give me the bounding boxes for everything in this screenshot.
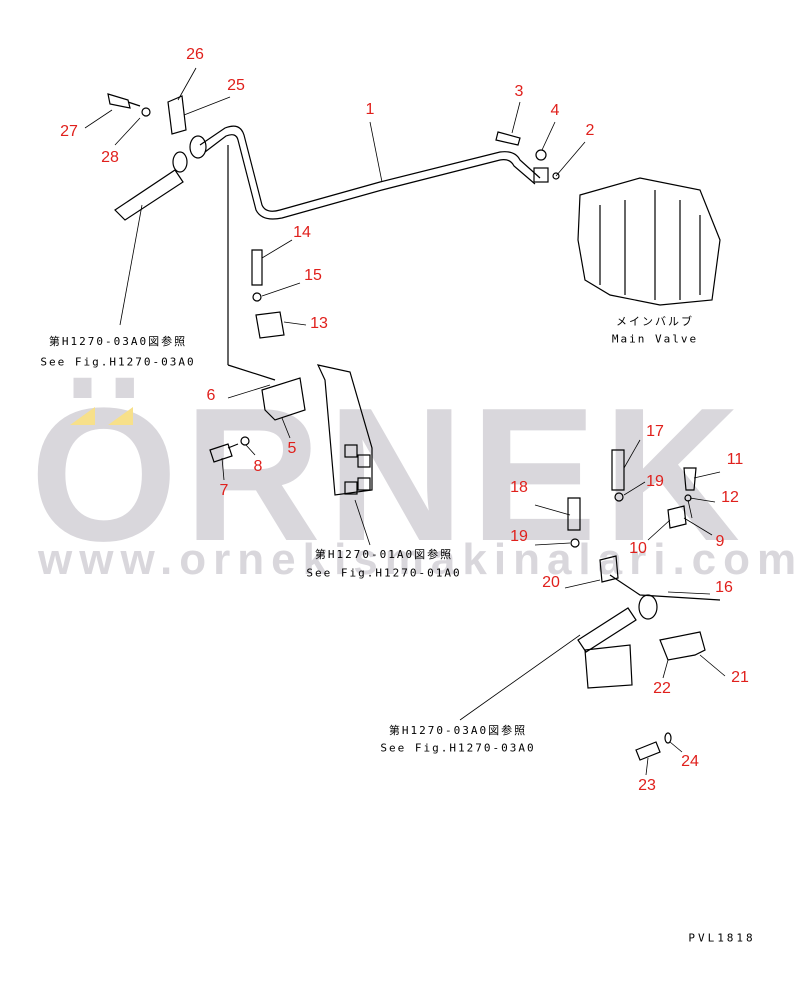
callout-17: 17	[646, 423, 664, 440]
callout-24: 24	[681, 753, 699, 770]
drawing-code: PVL1818	[688, 931, 756, 945]
callout-3: 3	[514, 83, 524, 100]
callout-2: 2	[585, 122, 595, 139]
reference-upper-left-en: See Fig.H1270-03A0	[40, 355, 196, 369]
callout-16: 16	[715, 579, 733, 596]
watermark-logo: ÖRNEK	[30, 369, 747, 581]
callout-8: 8	[253, 458, 263, 475]
watermark-url: www.ornekismakinalari.com.tr	[38, 535, 796, 584]
main-valve-label-jp: メインバルブ	[616, 315, 694, 328]
callout-10: 10	[629, 540, 647, 557]
callout-27: 27	[60, 123, 78, 140]
reference-lower-en: See Fig.H1270-03A0	[380, 741, 536, 755]
callout-20: 20	[542, 574, 560, 591]
pipe-1	[199, 125, 541, 212]
callout-13: 13	[310, 315, 328, 332]
callout-7: 7	[219, 482, 229, 499]
callout-26: 26	[186, 46, 204, 63]
callout-5: 5	[287, 440, 297, 457]
callout-18: 18	[510, 479, 528, 496]
callout-19: 19	[510, 528, 528, 545]
callout-6: 6	[206, 387, 216, 404]
callout-23: 23	[638, 777, 656, 794]
watermark-accent-icon	[70, 407, 133, 425]
callout-22: 22	[653, 680, 671, 697]
main-valve-label-en: Main Valve	[611, 332, 699, 346]
callout-15: 15	[304, 267, 322, 284]
callout-1: 1	[365, 101, 375, 118]
callout-19: 19	[646, 473, 664, 490]
callout-12: 12	[721, 489, 739, 506]
callout-14: 14	[293, 224, 311, 241]
reference-middle-jp: 第H1270-01A0図参照	[314, 548, 454, 561]
callout-11: 11	[726, 451, 744, 468]
reference-middle-en: See Fig.H1270-01A0	[306, 566, 462, 580]
reference-lower-jp: 第H1270-03A0図参照	[388, 724, 528, 737]
callout-28: 28	[101, 149, 119, 166]
reference-upper-left-jp: 第H1270-03A0図参照	[48, 335, 188, 348]
callout-9: 9	[715, 533, 725, 550]
callout-4: 4	[550, 102, 560, 119]
callout-21: 21	[731, 669, 749, 686]
callout-25: 25	[227, 77, 245, 94]
